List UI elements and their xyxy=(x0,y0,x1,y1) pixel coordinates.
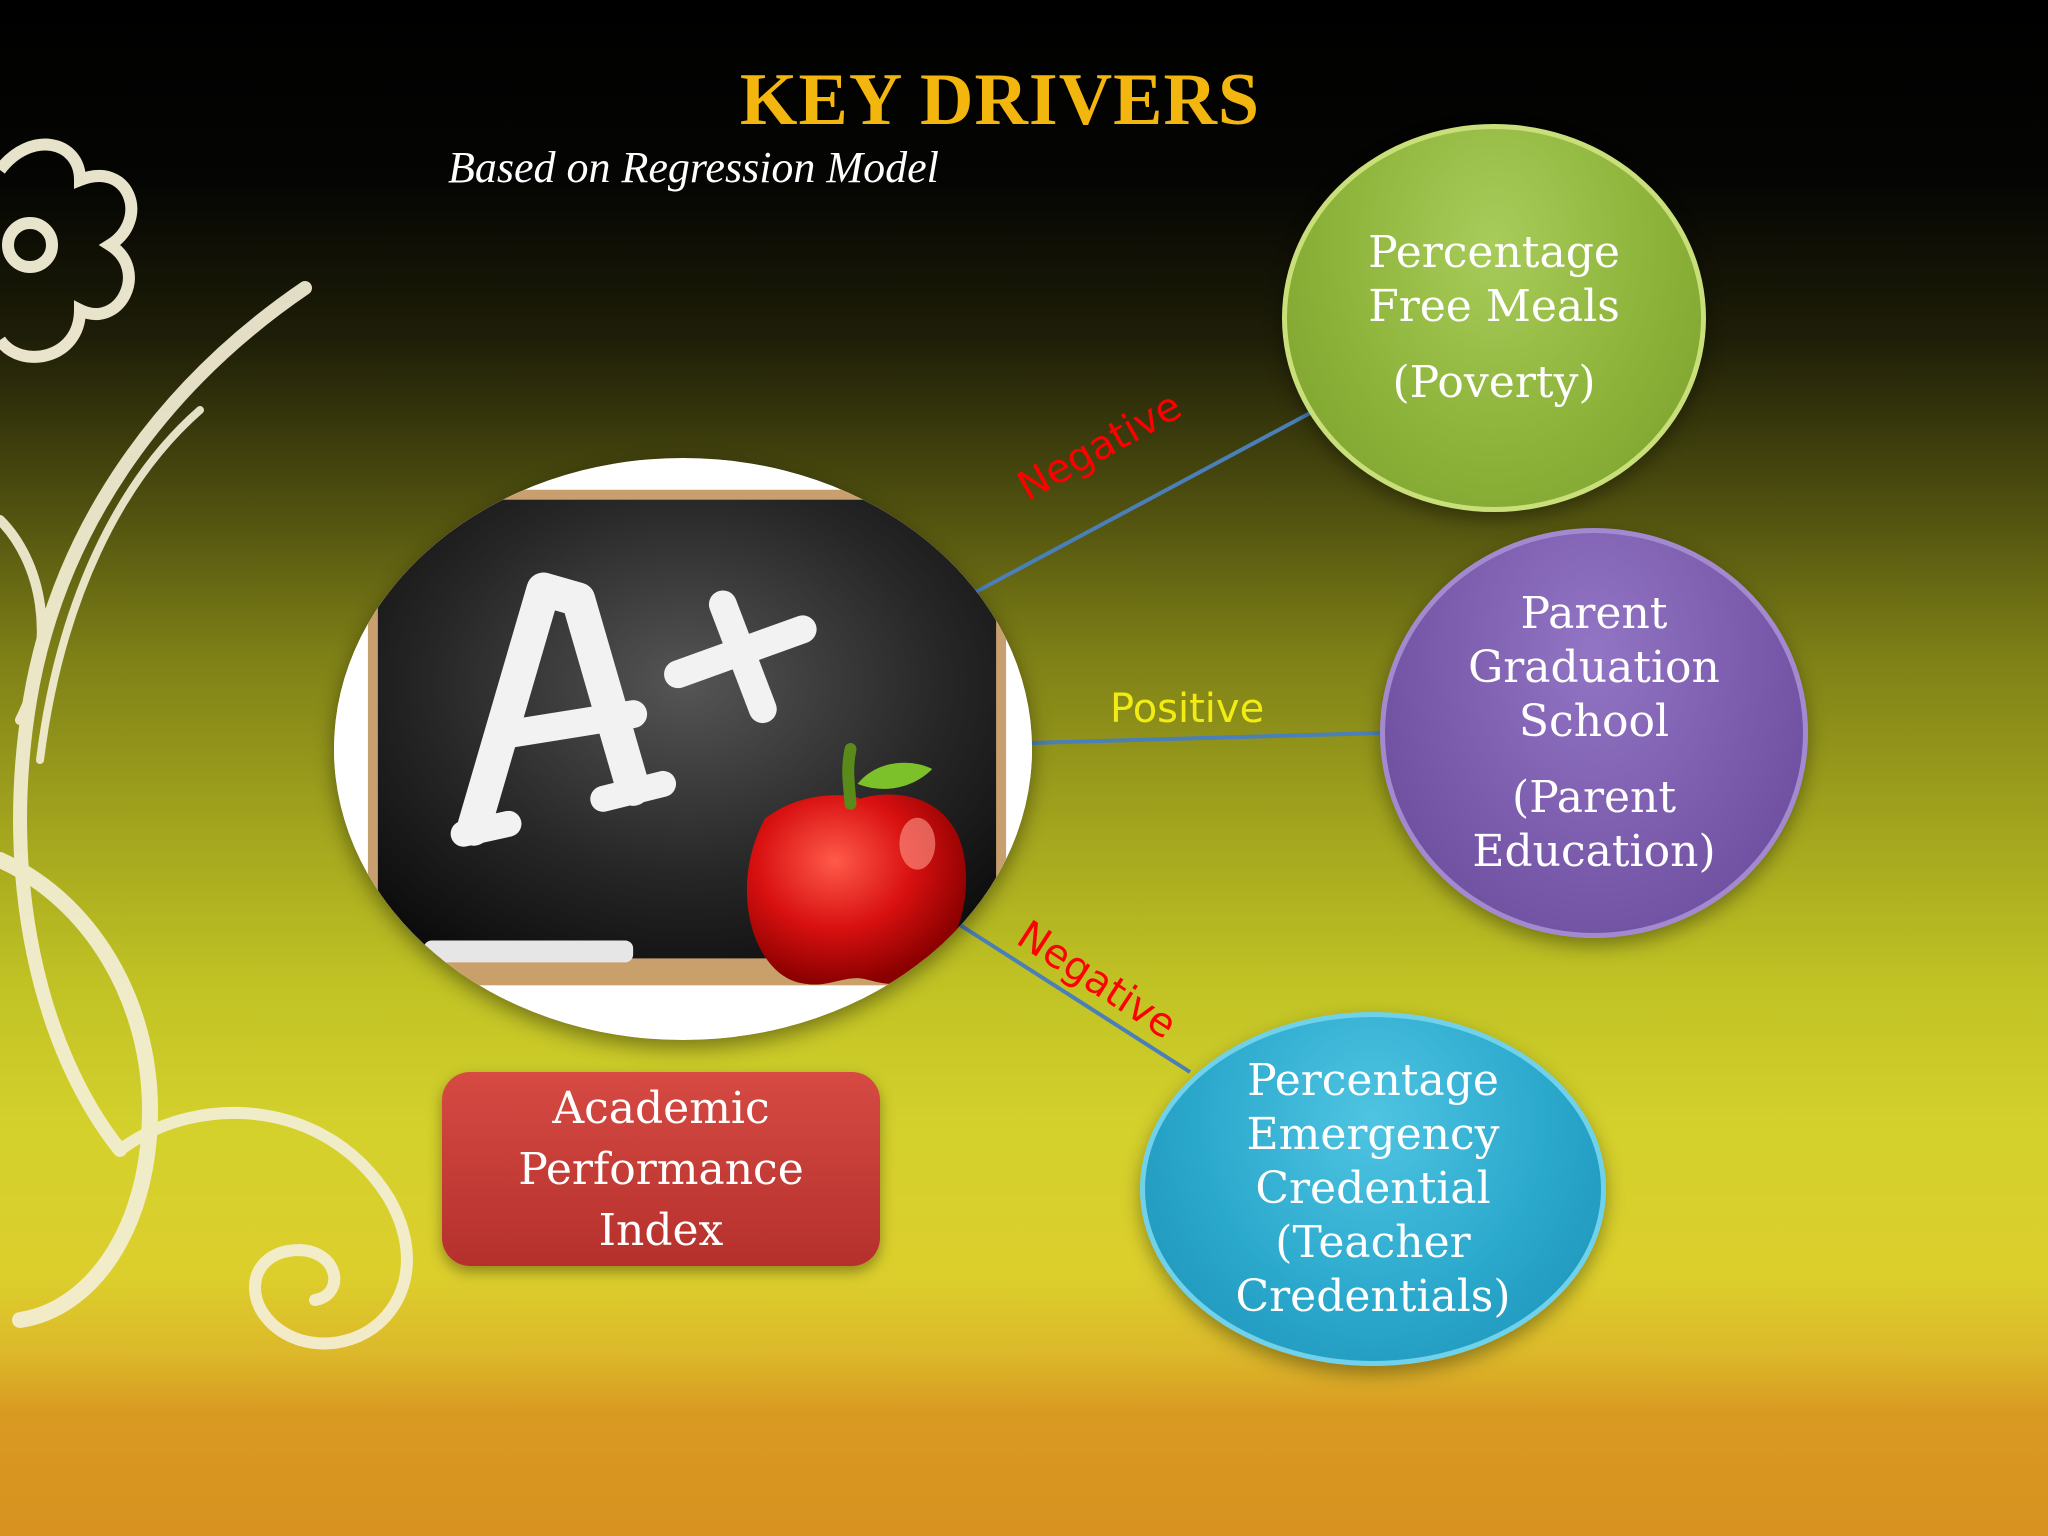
outcome-line: Performance xyxy=(518,1143,804,1195)
driver-node-poverty: Percentage Free Meals (Poverty) xyxy=(1282,124,1706,512)
driver-node-teacher-credentials: Percentage Emergency Credential (Teacher… xyxy=(1140,1012,1606,1366)
chalkboard-a-plus-apple-icon xyxy=(334,459,1032,1039)
driver-node-parent-education: Parent Graduation School (Parent Educati… xyxy=(1380,528,1808,938)
node-line: (Teacher xyxy=(1275,1217,1471,1268)
node-line: School xyxy=(1518,696,1670,747)
node-line: Free Meals xyxy=(1368,281,1620,332)
node-paren-line: (Poverty) xyxy=(1392,357,1596,408)
swirl-tail xyxy=(0,515,47,725)
swirl-lower xyxy=(0,852,159,1328)
swirl-curve xyxy=(36,406,204,764)
node-line: Percentage xyxy=(1247,1055,1499,1106)
swirl-stem xyxy=(13,281,312,1157)
swirl-spiral xyxy=(114,1106,413,1350)
outcome-line: Index xyxy=(598,1204,724,1256)
node-line: Parent xyxy=(1520,588,1668,639)
node-line: Credentials) xyxy=(1235,1271,1511,1322)
outcome-line: Academic xyxy=(552,1082,770,1134)
flower-icon xyxy=(0,138,138,363)
grade-image xyxy=(334,458,1032,1040)
outcome-box-academic-performance-index: Academic Performance Index xyxy=(442,1072,880,1266)
page-title: KEY DRIVERS xyxy=(739,59,1261,141)
node-line: Credential xyxy=(1255,1163,1491,1214)
node-paren-line: (Parent xyxy=(1511,772,1677,823)
node-line: Percentage xyxy=(1368,227,1620,278)
node-paren-line: Education) xyxy=(1472,826,1716,877)
node-line: Graduation xyxy=(1468,642,1720,693)
page-subtitle: Based on Regression Model xyxy=(448,143,939,192)
node-line: Emergency xyxy=(1246,1109,1500,1160)
relation-label-parent: Positive xyxy=(1110,686,1265,732)
